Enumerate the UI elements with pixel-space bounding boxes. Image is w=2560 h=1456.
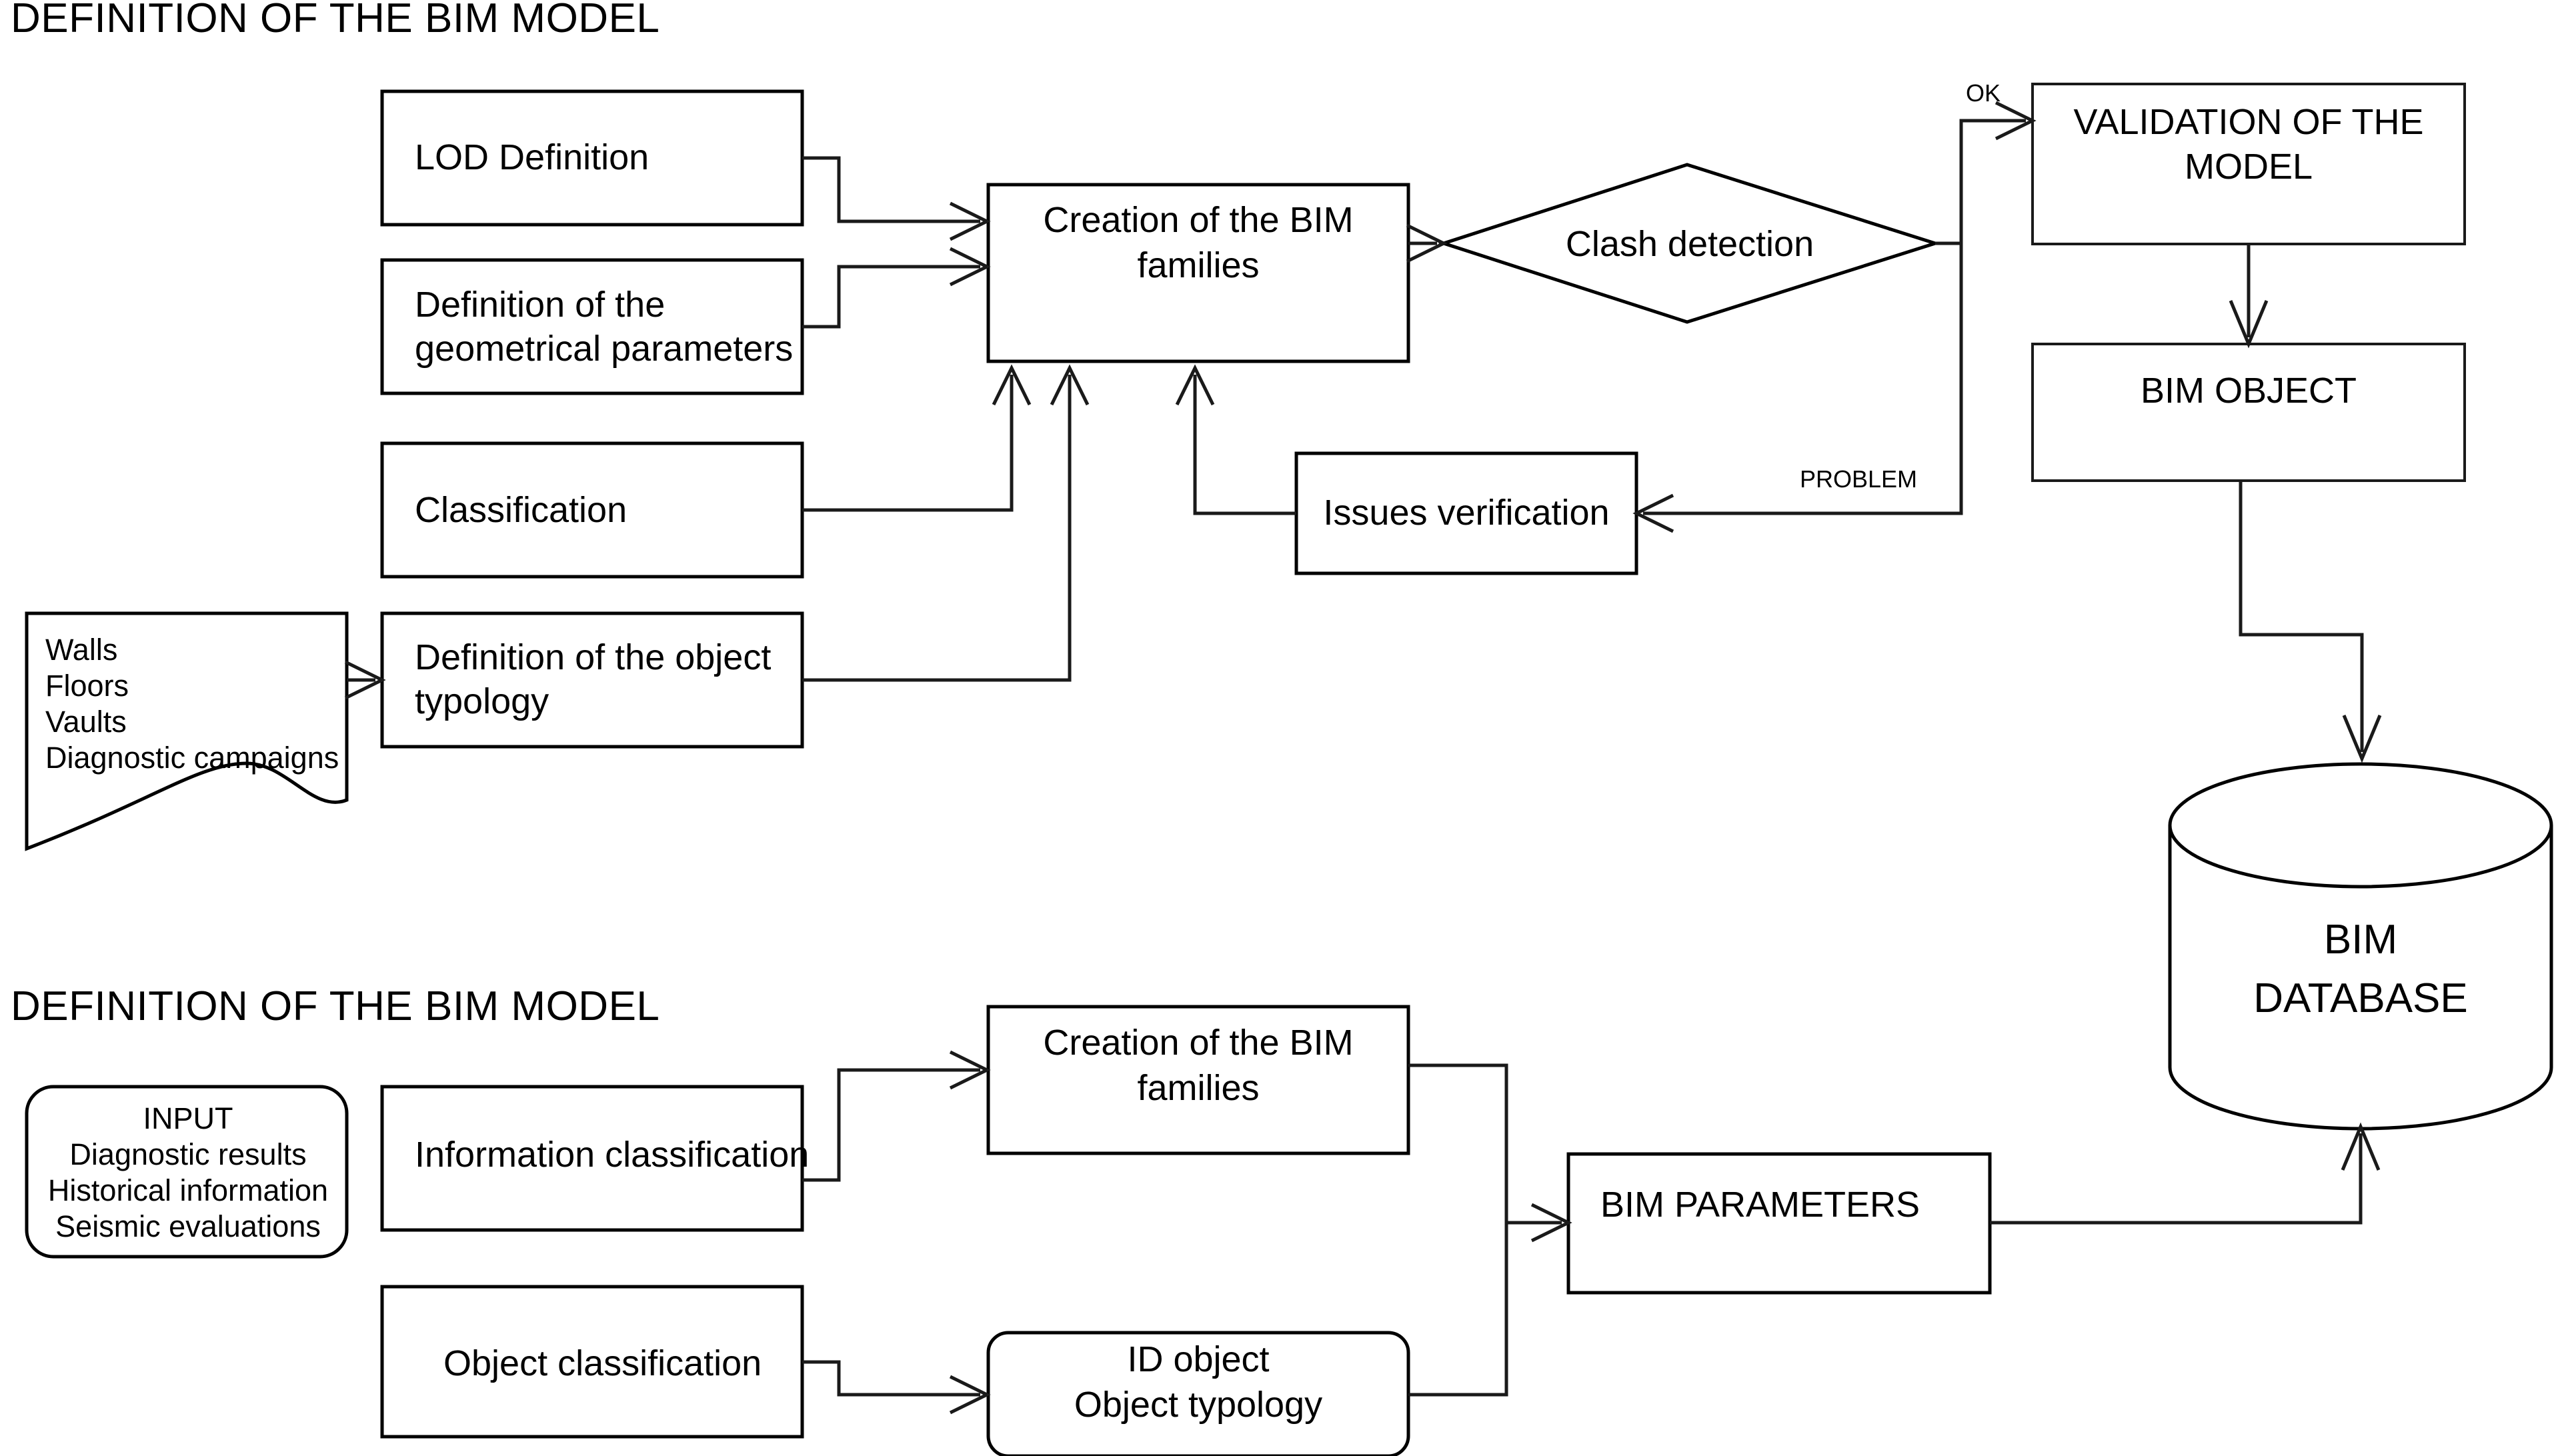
section-title-top: DEFINITION OF THE BIM MODEL [11,0,660,41]
node-input-box-item-diagnostic-results: Diagnostic results [69,1137,306,1171]
doc-item-diagnostic-campaigns: Diagnostic campaigns [45,741,339,775]
connector-clash-problem-to-issues: PROBLEM [1632,243,1963,533]
node-bim-parameters[interactable]: BIM PARAMETERS [1566,1152,1992,1295]
node-bim-database[interactable]: BIM DATABASE [2168,762,2553,1131]
section-title-bottom: DEFINITION OF THE BIM MODEL [11,983,660,1029]
connector-idobject-to-bim-parameters [1408,1223,1508,1397]
connector-validation-to-bim-object [2229,244,2269,349]
node-classification-box [380,441,804,579]
node-validation-of-model-line2: MODEL [2185,147,2313,187]
node-validation-of-model-line1: VALIDATION OF THE [2073,102,2423,142]
connector-object-typology-to-creation [802,364,1090,682]
node-geometrical-parameters-line2: geometrical parameters [415,329,793,369]
node-object-typology-line2: typology [415,681,549,721]
node-object-typology-box [380,611,804,749]
connector-classification-to-creation [802,364,1032,512]
node-classification-label: Classification [415,490,627,530]
node-object-classification[interactable]: Object classification [380,1285,804,1439]
node-clash-detection-shape [1438,163,1941,324]
node-bim-parameters-box [1566,1152,1992,1295]
node-id-object-line1: ID object [1127,1339,1269,1379]
node-bim-database-top-ellipse [2168,762,2553,889]
node-bim-object[interactable]: BIM OBJECT [2031,343,2466,482]
node-creation-bim-families-bottom-box [986,1005,1410,1155]
connector-bim-object-to-database [2239,481,2382,763]
node-issues-verification[interactable]: Issues verification [1294,451,1638,575]
connector-creation-to-clash [1406,223,1448,263]
node-clash-detection[interactable]: Clash detection [1438,163,1941,324]
node-input-box-heading: INPUT [143,1101,233,1135]
node-creation-bim-families-top-box [986,183,1410,363]
connector-infoclass-to-creation [802,1050,991,1182]
node-validation-of-model[interactable]: VALIDATION OF THE MODEL [2031,83,2466,245]
connector-clash-ok-to-validation: OK [1959,79,2037,243]
doc-item-walls: Walls [45,633,117,667]
node-geometrical-parameters[interactable]: Definition of the geometrical parameters [380,258,804,395]
node-information-classification[interactable]: Information classification [380,1085,809,1232]
node-lod-definition-label: LOD Definition [415,137,649,177]
node-bim-parameters-label: BIM PARAMETERS [1600,1185,1920,1225]
node-creation-bim-families-top-line1: Creation of the BIM [1043,200,1353,240]
node-input-box-item-seismic-evaluations: Seismic evaluations [55,1209,321,1243]
node-bim-database-bottom-arc [2168,1067,2553,1131]
node-input-document-shape [25,611,349,851]
doc-item-floors: Floors [45,669,129,703]
node-id-object[interactable]: ID object Object typology [986,1331,1410,1456]
edge-label-problem: PROBLEM [1800,465,1917,493]
connector-geometrical-to-creation [802,247,991,329]
node-object-typology[interactable]: Definition of the object typology [380,611,804,749]
node-bim-database-line2: DATABASE [2253,975,2468,1021]
node-object-classification-box [380,1285,804,1439]
node-clash-detection-label: Clash detection [1566,224,1814,264]
node-bim-object-label: BIM OBJECT [2141,371,2357,411]
node-input-box-shape [25,1085,349,1259]
node-creation-bim-families-bottom-line2: families [1137,1068,1259,1108]
connector-bim-parameters-to-database [1990,1122,2381,1225]
node-geometrical-parameters-line1: Definition of the [415,285,665,325]
node-geometrical-parameters-box [380,258,804,395]
node-input-box[interactable]: INPUT Diagnostic results Historical info… [25,1085,349,1259]
node-id-object-line2: Object typology [1074,1385,1322,1425]
node-information-classification-box [380,1085,804,1232]
node-object-classification-label: Object classification [443,1343,762,1383]
edge-label-ok: OK [1966,79,2001,107]
connector-issues-to-creation [1175,364,1296,515]
connector-document-to-object-typology [344,660,386,700]
node-creation-bim-families-top[interactable]: Creation of the BIM families [986,183,1410,363]
doc-item-vaults: Vaults [45,705,127,739]
connector-creation-to-bim-parameters [1408,1063,1572,1243]
node-issues-verification-label: Issues verification [1323,493,1609,533]
node-object-typology-line1: Definition of the object [415,637,771,677]
node-classification[interactable]: Classification [380,441,804,579]
node-validation-of-model-box [2031,83,2466,245]
connector-objclass-to-idobject [802,1360,991,1415]
node-bim-database-line1: BIM [2324,917,2397,963]
node-input-document[interactable]: Walls Floors Vaults Diagnostic campaigns [25,611,349,851]
node-input-box-item-historical-information: Historical information [48,1173,328,1207]
node-lod-definition[interactable]: LOD Definition [380,89,804,227]
node-creation-bim-families-bottom-line1: Creation of the BIM [1043,1023,1353,1063]
connector-lod-to-creation [802,156,991,241]
node-bim-object-box [2031,343,2466,482]
node-creation-bim-families-bottom[interactable]: Creation of the BIM families [986,1005,1410,1155]
node-information-classification-label: Information classification [415,1135,809,1175]
node-lod-definition-box [380,89,804,227]
node-creation-bim-families-top-line2: families [1137,245,1259,285]
